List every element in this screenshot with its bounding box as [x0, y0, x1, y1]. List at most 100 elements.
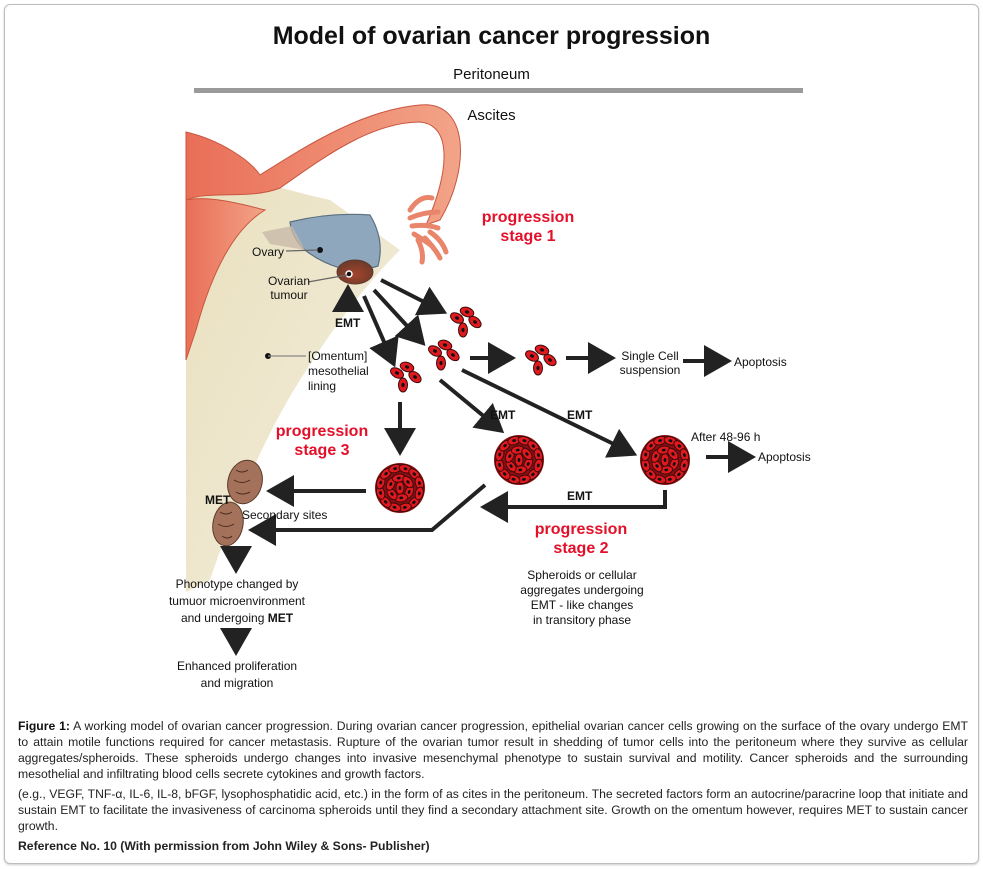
- ovarian-tumour: [336, 259, 374, 285]
- tumour-cell: [398, 464, 413, 474]
- flow-arrows: [220, 278, 756, 656]
- stage2-description-line: Spheroids or cellular: [527, 568, 637, 582]
- caption-text-1: A working model of ovarian cancer progre…: [18, 719, 969, 781]
- tumour-cell: [533, 448, 544, 462]
- stage2-description-line: aggregates undergoing: [520, 583, 644, 597]
- stage1-label-line1: progression: [481, 209, 575, 226]
- cell-cluster: [390, 361, 422, 393]
- emt-label-tumour: EMT: [335, 316, 361, 330]
- apoptosis-label-1: Apoptosis: [734, 355, 787, 369]
- tumour-cell: [543, 353, 557, 367]
- stage3-label: progression stage 3: [264, 422, 380, 460]
- tumour-cell: [667, 447, 679, 461]
- stage1-label: progression stage 1: [470, 208, 586, 246]
- tumour-cell: [437, 339, 453, 351]
- tumour-cell: [534, 344, 550, 356]
- tumour-cell: [468, 315, 482, 329]
- tumour-cell: [525, 350, 539, 362]
- ascites-label: Ascites: [467, 107, 516, 124]
- phenotype-line3: and undergoing MET: [160, 610, 314, 627]
- phenotype-change-text: Phonotype changed by tumuor microenviron…: [160, 576, 314, 627]
- figure-reference: Reference No. 10 (With permission from J…: [18, 839, 430, 853]
- emt-label-cluster: EMT: [490, 408, 516, 422]
- phenotype-line2: tumuor microenvironment: [168, 594, 306, 608]
- ovarian-tumour-label: Ovarian tumour: [266, 274, 312, 302]
- stage2-description: Spheroids or cellular aggregates undergo…: [508, 568, 656, 628]
- stage1-label-line2: stage 1: [500, 228, 556, 245]
- figure-label: Figure 1:: [18, 719, 70, 733]
- spheroids: [375, 435, 690, 513]
- arrow-tumour-to-cluster-c: [362, 295, 399, 368]
- spheroid: [375, 463, 425, 513]
- tumour-cell: [640, 458, 651, 472]
- ovarian-tumour-label-line1: Ovarian: [267, 274, 311, 288]
- tumour-cell: [533, 458, 543, 473]
- enhanced-line1: Enhanced proliferation: [176, 659, 298, 673]
- stage2-description-line: EMT - like changes: [530, 598, 634, 612]
- ovarian-ligament: [262, 226, 305, 250]
- spheroid: [494, 435, 544, 485]
- tumour-cell: [660, 453, 670, 467]
- arrow-spheroid-mid-to-secondary: [248, 483, 487, 546]
- enhanced-proliferation-text: Enhanced proliferation and migration: [160, 658, 314, 692]
- arrow-cluster-to-spheroid-mid: [438, 378, 505, 434]
- enhanced-line2: and migration: [200, 676, 274, 690]
- stage2-label: progression stage 2: [523, 520, 639, 558]
- tumour-cell: [505, 459, 517, 473]
- omentum-label: [Omentum] mesothelial lining: [308, 349, 369, 394]
- tumour-cell: [533, 360, 543, 376]
- tumour-cell: [402, 475, 414, 489]
- after-time-label: After 48-96 h: [691, 430, 761, 444]
- ovarian-tumour-label-line2: tumour: [270, 288, 308, 302]
- emt-label-diagonal: EMT: [567, 408, 593, 422]
- uterus-body: [185, 198, 267, 361]
- tumour-cell: [395, 481, 405, 495]
- secondary-sites-label: Secondary sites: [242, 508, 328, 522]
- figure-title: Model of ovarian cancer progression: [272, 22, 711, 50]
- omentum-label-line1: [Omentum]: [308, 349, 368, 363]
- cell-cluster: [428, 339, 460, 371]
- tumour-cell: [446, 348, 460, 362]
- stage3-label-line1: progression: [275, 423, 369, 440]
- stage3-label-line2: stage 3: [294, 442, 350, 459]
- tumour-cell: [390, 367, 404, 379]
- tumour-cell: [387, 502, 402, 512]
- omentum-label-line3: lining: [308, 379, 337, 393]
- tumour-cell: [414, 486, 424, 501]
- tumour-cell: [375, 486, 386, 500]
- ovary-label: Ovary: [252, 245, 285, 259]
- tumour-cell: [521, 447, 533, 461]
- tumour-cell: [653, 435, 667, 446]
- cell-cluster: [525, 344, 557, 376]
- met-label: MET: [205, 493, 231, 507]
- tumour-cell: [391, 473, 406, 483]
- peritoneum-label: Peritoneum: [453, 66, 530, 83]
- cell-cluster: [450, 306, 482, 338]
- stage2-label-line2: stage 2: [553, 540, 609, 557]
- tumour-cell: [399, 361, 415, 373]
- phenotype-line1: Phonotype changed by: [175, 577, 299, 591]
- single-cell-label-line1: Single Cell: [621, 349, 679, 363]
- figure-caption-paragraph1: Figure 1: A working model of ovarian can…: [18, 718, 968, 782]
- tumour-cell: [428, 345, 442, 357]
- tumour-cell: [398, 377, 408, 393]
- single-cell-label-line2: suspension: [619, 363, 681, 377]
- phenotype-line3-met: MET: [267, 611, 294, 625]
- phenotype-line3-prefix: and undergoing: [180, 611, 268, 625]
- tumour-cell: [659, 465, 674, 475]
- tumour-cell: [450, 312, 464, 324]
- tumour-cell: [651, 459, 663, 473]
- tumour-cell: [408, 370, 422, 384]
- fimbriae: [407, 195, 449, 265]
- arrow-tumour-to-cluster-b: [372, 288, 426, 346]
- tumour-cell: [386, 487, 398, 501]
- secondary-nodule-lower: [212, 501, 244, 547]
- figure-caption-paragraph2: (e.g., VEGF, TNF-α, IL-6, IL-8, bFGF, ly…: [18, 787, 968, 833]
- figure-frame: [4, 4, 979, 864]
- stage2-description-line: in transitory phase: [532, 613, 632, 627]
- spheroid: [640, 435, 690, 485]
- tumour-cell: [458, 322, 468, 338]
- arrow-emt-return: [480, 490, 667, 523]
- tumour-cell: [514, 453, 524, 467]
